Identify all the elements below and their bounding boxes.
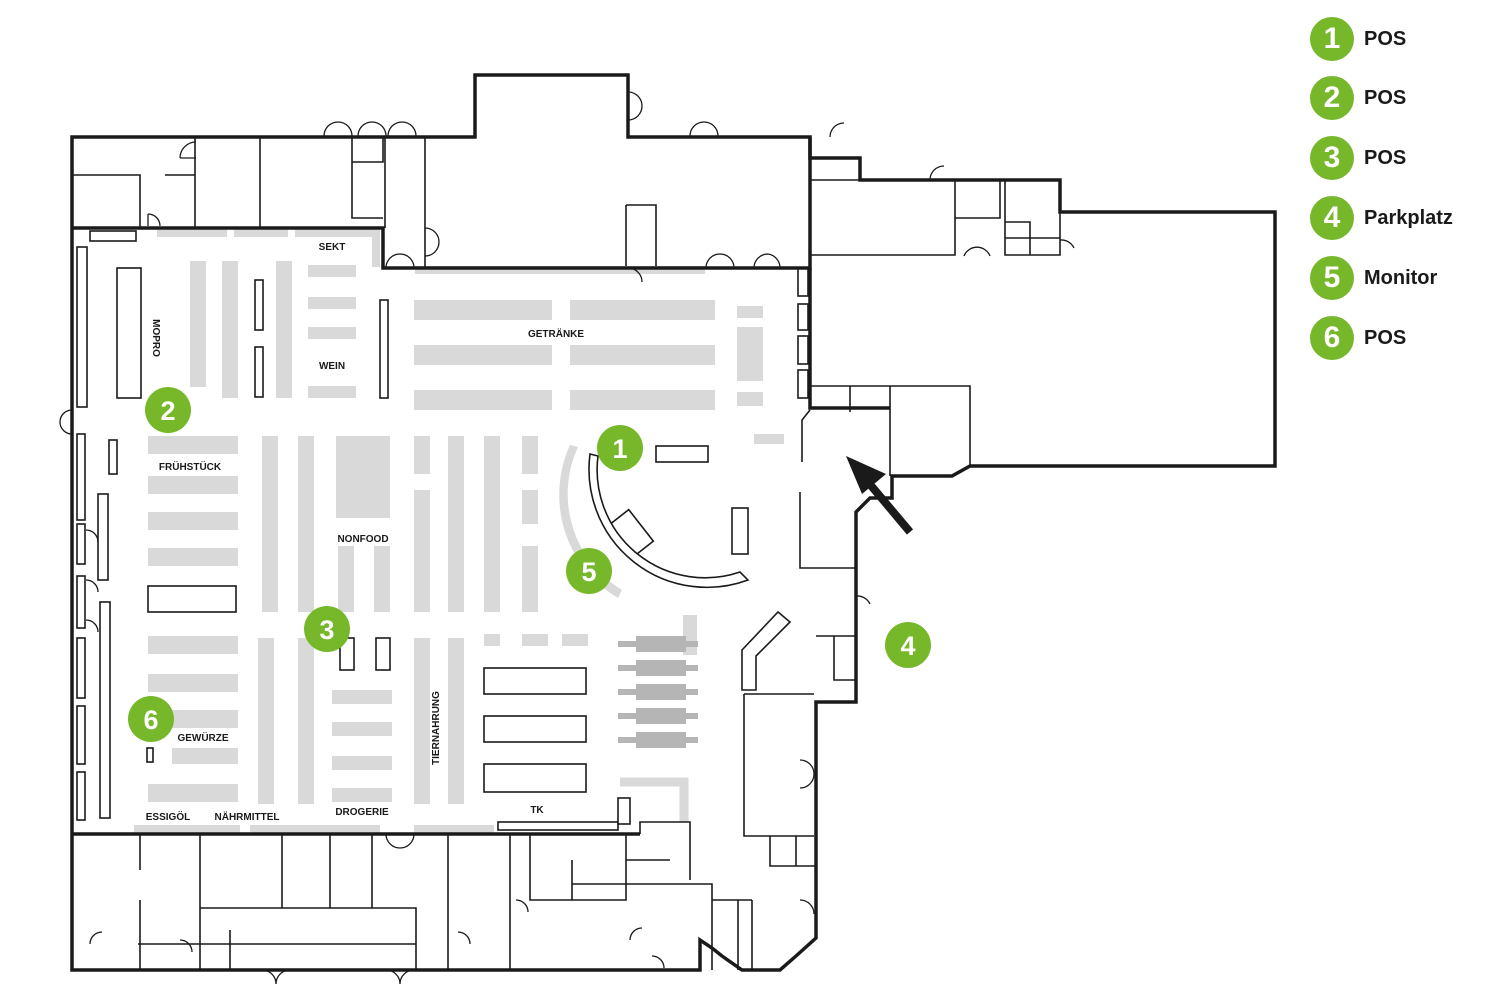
legend-badge: 1 <box>1310 17 1354 61</box>
marker-3[interactable]: 3 <box>304 606 350 652</box>
map-markers: 1 2 3 4 5 6 <box>128 387 931 742</box>
marker-2[interactable]: 2 <box>145 387 191 433</box>
legend-item-2: 2 POS <box>1310 75 1406 121</box>
entrance-arrow-icon <box>846 456 914 535</box>
label-mopro: MOPRO <box>150 319 161 357</box>
legend-badge: 2 <box>1310 76 1354 120</box>
walls <box>70 73 1277 972</box>
marker-1[interactable]: 1 <box>597 425 643 471</box>
svg-text:1: 1 <box>612 434 627 464</box>
fixtures <box>76 230 809 831</box>
legend-label: Monitor <box>1364 266 1438 289</box>
svg-text:5: 5 <box>581 557 596 587</box>
checkout-lanes <box>618 636 698 748</box>
label-wein: WEIN <box>319 361 345 372</box>
legend-item-1: 1 POS <box>1310 16 1406 62</box>
label-tk: TK <box>530 805 544 816</box>
label-tiernahrung: TIERNAHRUNG <box>431 691 442 765</box>
legend-item-4: 4 Parkplatz <box>1310 195 1453 241</box>
label-fruehstueck: FRÜHSTÜCK <box>159 460 222 473</box>
legend-item-3: 3 POS <box>1310 135 1406 181</box>
svg-text:4: 4 <box>900 631 915 661</box>
legend-badge: 3 <box>1310 136 1354 180</box>
legend-badge: 5 <box>1310 256 1354 300</box>
legend-label: POS <box>1364 86 1407 109</box>
svg-text:6: 6 <box>143 705 158 735</box>
shelves <box>134 229 784 833</box>
legend-badge: 4 <box>1310 196 1354 240</box>
marker-4[interactable]: 4 <box>885 622 931 668</box>
legend-label: POS <box>1364 27 1407 50</box>
label-essigoel: ESSIGÖL <box>146 810 190 823</box>
label-naehrmittel: NÄHRMITTEL <box>215 810 280 823</box>
legend-label: POS <box>1364 146 1407 169</box>
label-sekt: SEKT <box>319 242 346 253</box>
marker-5[interactable]: 5 <box>566 548 612 594</box>
legend-label: Parkplatz <box>1364 206 1453 229</box>
legend-item-6: 6 POS <box>1310 315 1406 361</box>
doors <box>59 91 1075 985</box>
svg-text:2: 2 <box>160 396 175 426</box>
marker-6[interactable]: 6 <box>128 696 174 742</box>
label-gewuerze: GEWÜRZE <box>177 731 228 744</box>
legend-badge: 6 <box>1310 316 1354 360</box>
svg-text:3: 3 <box>319 615 334 645</box>
label-nonfood: NONFOOD <box>337 534 388 545</box>
legend-item-5: 5 Monitor <box>1310 255 1437 301</box>
section-labels: SEKT MOPRO WEIN GETRÄNKE FRÜHSTÜCK NONFO… <box>146 242 585 823</box>
legend-label: POS <box>1364 326 1407 349</box>
label-drogerie: DROGERIE <box>335 807 389 818</box>
label-getraenke: GETRÄNKE <box>528 327 584 340</box>
